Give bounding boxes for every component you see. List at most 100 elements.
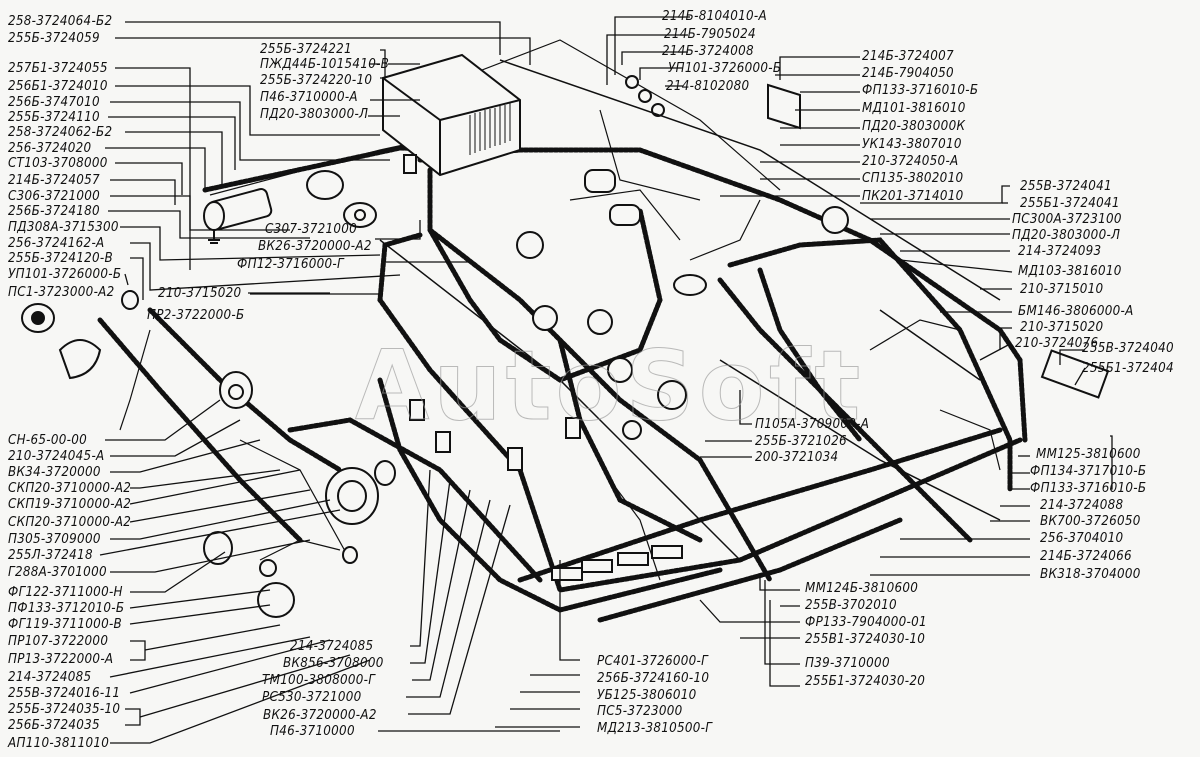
part-label: ММ124Б-3810600 <box>805 581 919 596</box>
part-label: 210-3724045-А <box>8 449 105 464</box>
part-label: 255Б-3724059 <box>8 31 100 46</box>
part-label: ПД20-3803000К <box>862 119 966 134</box>
part-label: СКП19-3710000-А2 <box>8 497 132 512</box>
part-label: МД101-3816010 <box>862 101 966 116</box>
headlamps <box>21 290 358 618</box>
part-label: ВК318-3704000 <box>1040 567 1141 582</box>
part-label: 257Б1-3724055 <box>8 61 108 76</box>
part-label: СКП20-3710000-А2 <box>8 481 132 496</box>
part-label: УП101-3726000-Б <box>668 61 782 76</box>
part-label: ФГ122-3711000-Н <box>8 585 123 600</box>
part-label: 214Б-8104010-А <box>662 9 767 24</box>
part-label: ПЖД44Б-1015410-В <box>260 57 390 72</box>
part-label: 256-3724020 <box>8 141 92 156</box>
part-label: 255Б-3724110 <box>8 110 100 125</box>
part-label: ПР13-3722000-А <box>8 652 114 667</box>
part-label: УК143-3807010 <box>862 137 962 152</box>
part-label: РС530-3721000 <box>262 690 362 705</box>
part-label: ПФ133-3712010-Б <box>8 601 125 616</box>
part-label: 255В-3724016-11 <box>8 686 121 701</box>
part-label: 255Л-372418 <box>8 548 93 563</box>
part-label: 210-3715020 <box>1020 320 1104 335</box>
part-label: 214-3724085 <box>290 639 374 654</box>
part-label: СН-65-00-00 <box>8 433 87 448</box>
part-label: 255В-3724040 <box>1082 341 1174 356</box>
part-label: П105А-3709000-А <box>755 417 870 432</box>
part-label: 255Б-3721026 <box>755 434 847 449</box>
part-label: 214-3724088 <box>1040 498 1124 513</box>
part-label: СКП20-3710000-А2 <box>8 515 132 530</box>
part-label: ПД20-3803000-Л <box>260 107 369 122</box>
part-label: ФГ119-3711000-В <box>8 617 123 632</box>
leader-lines <box>99 16 1113 744</box>
part-label: 210-3724050-А <box>862 154 959 169</box>
part-label: ПР2-3722000-Б <box>147 308 245 323</box>
part-label: МД213-3810500-Г <box>597 721 713 736</box>
part-label: ВК26-3720000-А2 <box>263 708 377 723</box>
part-label: 256-3724162-А <box>8 236 105 251</box>
part-label: 255Б1-3724030-20 <box>805 674 926 689</box>
part-label: П46-3710000 <box>270 724 355 739</box>
part-label: ФП12-3716000-Г <box>237 257 344 272</box>
part-label: 210-3715020 <box>158 286 242 301</box>
part-label: 214Б-3724057 <box>8 173 100 188</box>
part-label: УП101-3726000-Б <box>8 267 122 282</box>
part-label: ФП134-3717010-Б <box>1030 464 1147 479</box>
part-label: 200-3721034 <box>755 450 839 465</box>
part-label: 255Б1-3724041 <box>1020 196 1120 211</box>
part-label: 256-3704010 <box>1040 531 1124 546</box>
part-label: ВК700-3726050 <box>1040 514 1141 529</box>
part-label: ФР133-7904000-01 <box>805 615 927 630</box>
part-label: 256Б-3724180 <box>8 204 100 219</box>
part-label: 214-8102080 <box>666 79 750 94</box>
part-label: ПД20-3803000-Л <box>1012 228 1121 243</box>
part-label: 255Б-3724120-В <box>8 251 114 266</box>
part-label: 210-3715010 <box>1020 282 1104 297</box>
part-label: 256Б-3724160-10 <box>597 671 710 686</box>
part-label: 214Б-3724008 <box>662 44 754 59</box>
part-label: БМ146-3806000-А <box>1018 304 1134 319</box>
part-label: Г288А-3701000 <box>8 565 107 580</box>
part-label: МД103-3816010 <box>1018 264 1122 279</box>
part-label: АП110-3811010 <box>8 736 110 751</box>
part-label: 258-3724064-Б2 <box>8 14 113 29</box>
part-label: 255В-3724041 <box>1020 179 1112 194</box>
part-label: 255Б1-372404 <box>1082 361 1174 376</box>
part-label: ММ125-3810600 <box>1036 447 1141 462</box>
part-label: УБ125-3806010 <box>597 688 697 703</box>
part-label: 258-3724062-Б2 <box>8 125 113 140</box>
part-label: 255Б-3724220-10 <box>260 73 373 88</box>
part-label: РС401-3726000-Г <box>597 654 709 669</box>
part-label: ТМ100-3808000-Г <box>262 673 376 688</box>
part-label: 214Б-3724007 <box>862 49 954 64</box>
part-label: ПК201-3714010 <box>862 189 964 204</box>
body-outline <box>379 59 1001 561</box>
part-label: П46-3710000-А <box>260 90 358 105</box>
part-label: 214-3724085 <box>8 670 92 685</box>
part-label: 255Б-3724221 <box>260 42 352 57</box>
part-label: 255В-3702010 <box>805 598 897 613</box>
battery <box>382 53 521 177</box>
part-label: 214Б-7904050 <box>862 66 954 81</box>
part-label: ФП133-3716010-Б <box>862 83 979 98</box>
part-label: 256Б-3747010 <box>8 95 100 110</box>
part-label: С307-3721000 <box>265 222 358 237</box>
part-label: СТ103-3708000 <box>8 156 108 171</box>
part-label: ПС5-3723000 <box>597 704 683 719</box>
gauges <box>516 206 849 440</box>
part-label: П305-3709000 <box>8 532 101 547</box>
part-label: ПС1-3723000-А2 <box>8 285 115 300</box>
part-label: ВК856-3708000 <box>283 656 384 671</box>
starter-motor <box>203 188 273 244</box>
part-label: 256Б-3724035 <box>8 718 100 733</box>
part-label: ПД308А-3715300 <box>8 220 119 235</box>
horn-assemblies <box>306 170 377 228</box>
part-label: С306-3721000 <box>8 189 101 204</box>
part-label: ВК34-3720000 <box>8 465 101 480</box>
part-label: П39-3710000 <box>805 656 890 671</box>
part-label: СП135-3802010 <box>862 171 964 186</box>
part-label: ВК26-3720000-А2 <box>258 239 372 254</box>
part-label: ФП133-3716010-Б <box>1030 481 1147 496</box>
watermark: AutoSoft <box>354 330 865 443</box>
